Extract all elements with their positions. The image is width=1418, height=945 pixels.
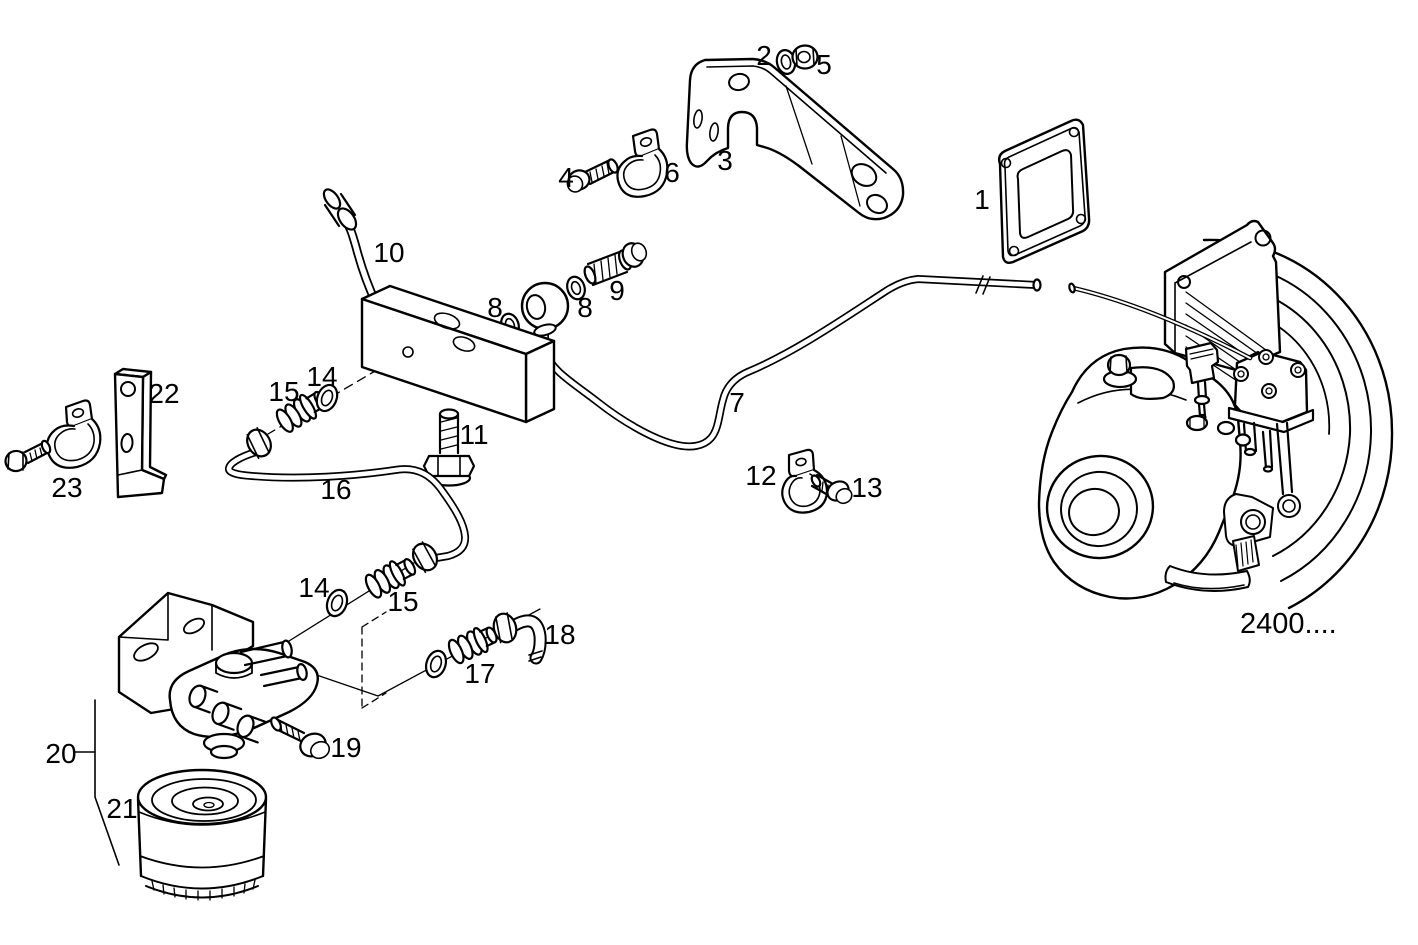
callout-10[interactable]: 10 (373, 237, 404, 268)
callout-14a[interactable]: 14 (306, 361, 337, 392)
callout-15a[interactable]: 15 (268, 376, 299, 407)
part-16-pipe (225, 427, 470, 574)
callout-11[interactable]: 11 (459, 419, 488, 450)
callout-8b[interactable]: 8 (577, 292, 593, 323)
turbo-oil-fitting (1102, 353, 1175, 400)
part-8-washer-right (566, 275, 586, 301)
part-14-washer-upper (315, 383, 339, 413)
callout-21[interactable]: 21 (106, 793, 137, 824)
part-21-filter-cartridge (136, 768, 268, 901)
part-17-washer (424, 649, 448, 679)
part-14-washer-lower (325, 588, 349, 618)
part-4-bolt (566, 158, 619, 193)
callout-15b[interactable]: 15 (387, 586, 418, 617)
turbo-actuator (1227, 349, 1315, 518)
callout-2[interactable]: 2 (756, 40, 772, 71)
part-18-elbow-fitting (492, 612, 547, 665)
clamp-23-bolt (4, 439, 52, 473)
part-2-washer (775, 49, 797, 75)
part-9-banjo-bolt (583, 242, 648, 287)
banjo-union (520, 281, 570, 337)
turbo-outlet (1164, 535, 1260, 592)
callout-3[interactable]: 3 (717, 145, 733, 176)
callout-1[interactable]: 1 (974, 184, 990, 215)
part-22-bracket (113, 367, 168, 499)
part-7-fuel-pipe (541, 275, 1042, 451)
callout-18[interactable]: 18 (544, 619, 575, 650)
part-5-nut (791, 44, 819, 70)
callout-12[interactable]: 12 (745, 460, 776, 491)
part-1-gasket (997, 118, 1091, 265)
part-23-clamp (45, 399, 102, 469)
turbo-feed-line (1068, 282, 1253, 361)
callout-4[interactable]: 4 (558, 162, 574, 193)
callout-20[interactable]: 20 (45, 738, 76, 769)
callout-9[interactable]: 9 (609, 275, 625, 306)
callout-labels: 1 2 5 3 4 6 10 8 8 9 7 11 12 13 14 15 16… (45, 40, 1336, 824)
part-19-bolt (270, 716, 331, 760)
part-3-bracket (685, 57, 905, 221)
callout-7[interactable]: 7 (729, 387, 745, 418)
callout-6[interactable]: 6 (664, 157, 680, 188)
callout-22[interactable]: 22 (148, 378, 179, 409)
part-15-fitting-upper (275, 390, 327, 433)
part-17-fitting (447, 626, 498, 665)
callout-5[interactable]: 5 (816, 49, 832, 80)
part-13-bolt (810, 473, 853, 505)
part-20-filter-head-assembly (117, 591, 319, 760)
part-10-hose-block (322, 188, 556, 424)
part-6-clamp (616, 128, 669, 198)
callout-13[interactable]: 13 (851, 472, 882, 503)
callout-19[interactable]: 19 (330, 732, 361, 763)
callout-23[interactable]: 23 (51, 472, 82, 503)
callout-14b[interactable]: 14 (298, 572, 329, 603)
callout-17[interactable]: 17 (464, 658, 495, 689)
callout-8a[interactable]: 8 (487, 292, 503, 323)
turbocharger (1037, 219, 1394, 610)
callout-16[interactable]: 16 (320, 474, 351, 505)
part-15-fitting-lower (364, 558, 417, 599)
reference-code: 2400.... (1240, 608, 1337, 640)
